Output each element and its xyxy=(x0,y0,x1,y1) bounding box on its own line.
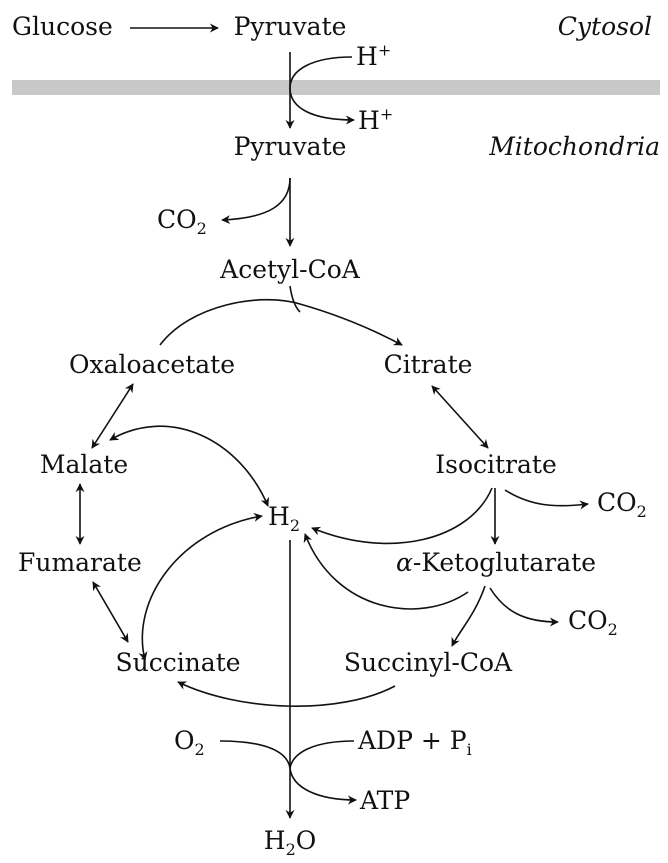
pyruvate-mitochondria-label: Pyruvate xyxy=(233,132,347,161)
succinyl-coa-label: Succinyl-CoA xyxy=(343,648,513,677)
arrow-succinylcoa-succinate xyxy=(177,681,396,707)
glucose-label: Glucose xyxy=(12,12,113,41)
malate-label: Malate xyxy=(39,450,129,479)
arrow-akg-co2 xyxy=(489,587,559,627)
arrow-oaa-citrate xyxy=(159,298,403,346)
h2-label: H2 xyxy=(268,502,300,535)
arrow-isocitrate-h2 xyxy=(311,487,493,545)
arrow-malate-h2 xyxy=(109,425,269,507)
arrow-proton-in xyxy=(289,56,355,125)
arrow-pyruvate-co2 xyxy=(221,177,291,225)
co2-pdh-label: CO2 xyxy=(157,205,207,238)
co2-isocitrate-label: CO2 xyxy=(597,488,647,521)
co2-akg-label: CO2 xyxy=(568,606,618,639)
arrow-adp-in xyxy=(289,740,355,769)
arrow-oaa-malate xyxy=(91,383,134,449)
succinate-label: Succinate xyxy=(115,648,241,677)
proton-matrix-label: H+ xyxy=(358,104,394,135)
arrow-atp-out xyxy=(289,767,357,805)
water-label: H2O xyxy=(263,826,317,859)
arrow-succinate-h2 xyxy=(138,512,263,661)
adp-pi-label: ADP + Pi xyxy=(358,726,472,759)
proton-cytosol-label: H+ xyxy=(356,40,392,71)
atp-label: ATP xyxy=(360,786,411,815)
cytosol-label: Cytosol xyxy=(557,12,652,41)
arrow-akg-succinylcoa xyxy=(451,585,486,647)
o2-label: O2 xyxy=(174,726,205,759)
alpha-ketoglutarate-label: α-Ketoglutarate xyxy=(396,548,596,577)
mitochondrial-membrane xyxy=(12,80,660,95)
arrow-acetylcoa-entry xyxy=(289,285,301,313)
arrow-o2-in xyxy=(219,740,291,769)
mitochondria-label: Mitochondria xyxy=(489,132,660,161)
arrow-citrate-isocitrate xyxy=(431,385,489,449)
fumarate-label: Fumarate xyxy=(18,548,142,577)
arrow-fumarate-succinate xyxy=(92,581,129,643)
oxaloacetate-label: Oxaloacetate xyxy=(68,350,236,379)
arrow-akg-h2 xyxy=(303,533,469,610)
arrow-isocitrate-co2 xyxy=(504,489,589,510)
pyruvate-cytosol-label: Pyruvate xyxy=(233,12,347,41)
isocitrate-label: Isocitrate xyxy=(435,450,557,479)
citrate-label: Citrate xyxy=(383,350,473,379)
acetyl-coa-label: Acetyl-CoA xyxy=(220,255,360,284)
